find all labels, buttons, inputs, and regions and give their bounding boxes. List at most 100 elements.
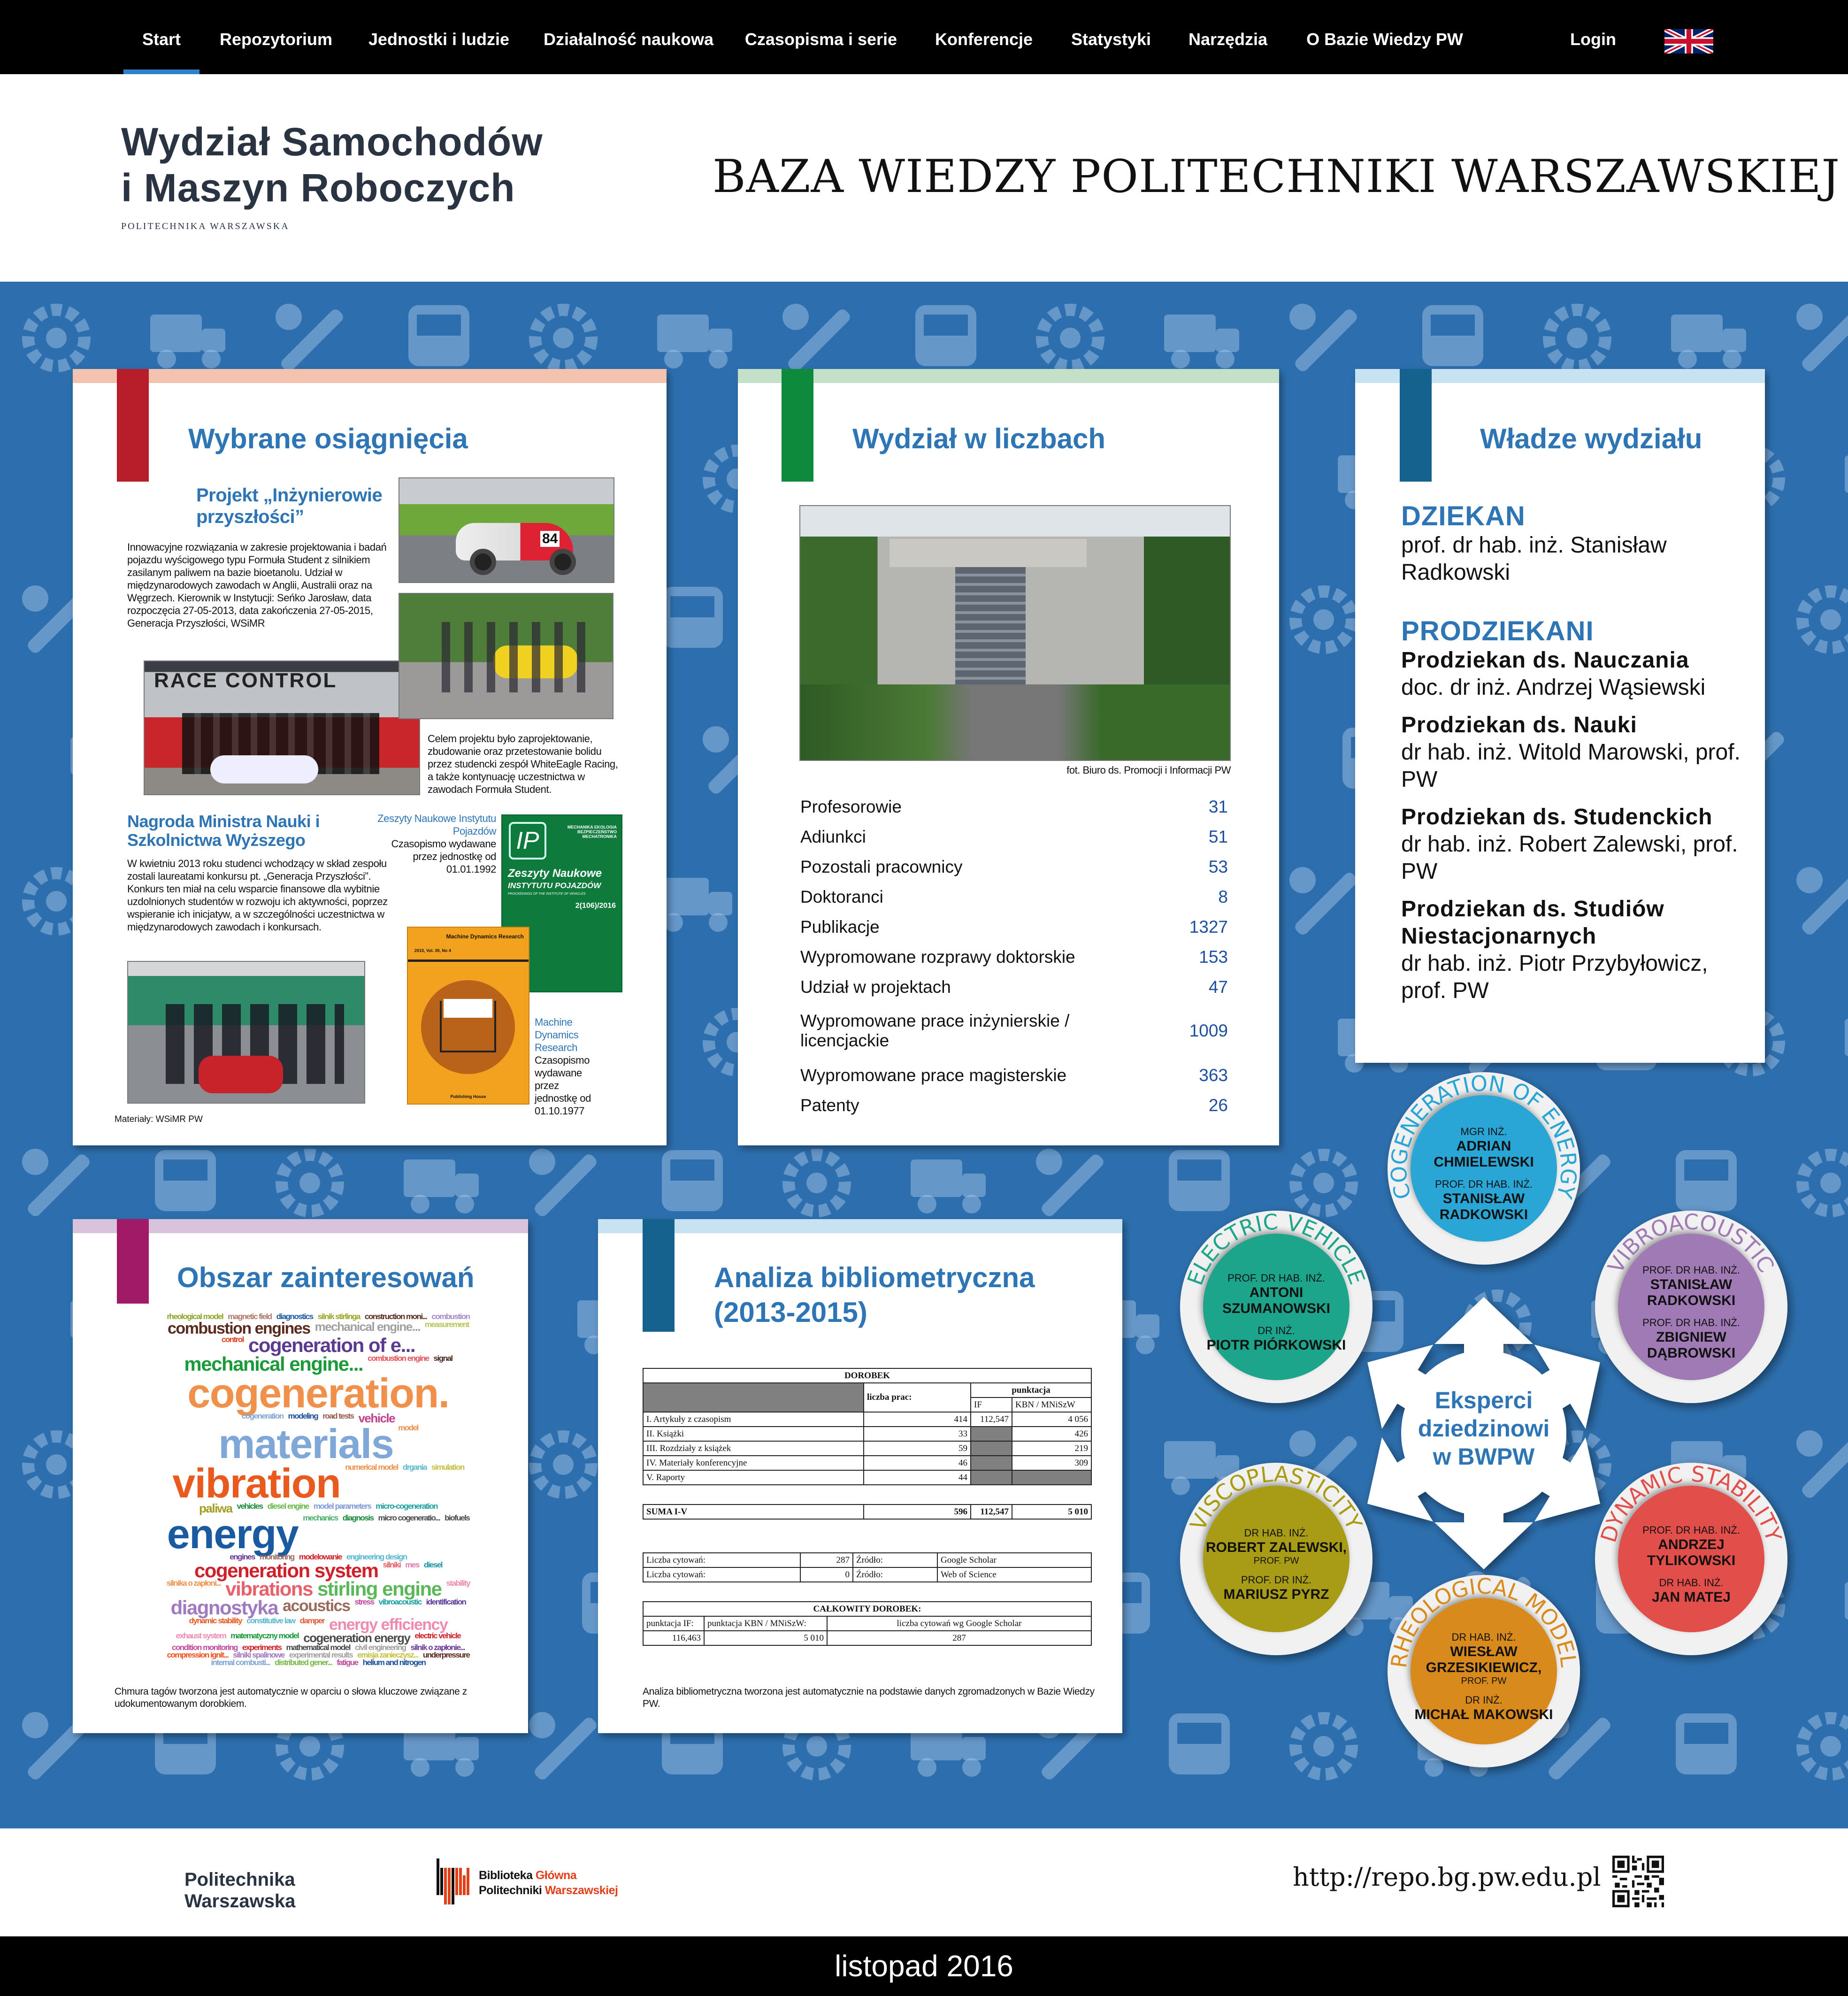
tag[interactable]: magnetic field (228, 1312, 272, 1321)
tag[interactable]: constitutive law (246, 1616, 296, 1626)
tag[interactable]: energy efficiency (329, 1616, 448, 1634)
tag[interactable]: diesel engine (267, 1502, 310, 1511)
tag[interactable]: vibrations (225, 1578, 313, 1600)
tag[interactable]: emisja zanieczysz... (357, 1651, 419, 1660)
tag[interactable]: energy (167, 1510, 299, 1557)
journal2-name[interactable]: Machine Dynamics Research (535, 1016, 579, 1053)
tag[interactable]: helium and nitrogen (362, 1658, 426, 1667)
tag[interactable]: vehicle (358, 1411, 395, 1426)
tag[interactable]: combustion engines (168, 1319, 311, 1337)
library-logo[interactable]: Biblioteka Główna Politechniki Warszawsk… (437, 1858, 671, 1905)
expert-name[interactable]: ADRIAN CHMIELEWSKI (1434, 1138, 1534, 1170)
tag[interactable]: identification (426, 1597, 467, 1607)
tag[interactable]: silnik stirlinga (317, 1312, 361, 1321)
tag[interactable]: materials (218, 1420, 394, 1467)
tag[interactable]: silniki (383, 1560, 401, 1569)
tag[interactable]: drgania (402, 1462, 427, 1472)
nav-dzialalnosc[interactable]: Działalność naukowa (543, 30, 714, 49)
tag[interactable]: paliwa (199, 1501, 233, 1516)
expert-name[interactable]: ZBIGNIEW DĄBROWSKI (1647, 1329, 1736, 1361)
tag[interactable]: monitoring (259, 1552, 295, 1562)
tag[interactable]: cogeneration (241, 1412, 284, 1421)
expert-name[interactable]: STANISŁAW RADKOWSKI (1647, 1277, 1736, 1308)
nav-czasopisma[interactable]: Czasopisma i serie (744, 30, 897, 49)
tag[interactable]: simulation (431, 1462, 465, 1472)
expert-name[interactable]: PIOTR PIÓRKOWSKI (1206, 1337, 1346, 1353)
tag[interactable]: mechanics (303, 1513, 338, 1522)
tag[interactable]: vehicles (237, 1502, 264, 1511)
nav-start[interactable]: Start (123, 0, 200, 74)
expert-name[interactable]: MARIUSZ PYRZ (1223, 1587, 1329, 1602)
tag[interactable]: experiments (242, 1643, 282, 1652)
tag[interactable]: compression ignit... (167, 1651, 229, 1660)
expert-name[interactable]: WIESŁAW GRZESIKIEWICZ, (1426, 1644, 1542, 1675)
nav-repozytorium[interactable]: Repozytorium (219, 30, 333, 49)
nav-jednostki[interactable]: Jednostki i ludzie (368, 30, 510, 49)
tag[interactable]: acoustics (283, 1597, 351, 1615)
tag[interactable]: cogeneration system (194, 1559, 379, 1581)
tag[interactable]: diesel (423, 1560, 443, 1569)
repository-url-link[interactable]: http://repo.bg.pw.edu.pl (1293, 1862, 1601, 1892)
tag[interactable]: damper (299, 1616, 325, 1626)
tag[interactable]: stability (446, 1579, 470, 1588)
tag[interactable]: model (398, 1423, 419, 1432)
expert-name[interactable]: ANTONI SZUMANOWSKI (1222, 1285, 1330, 1316)
nav-narzedzia[interactable]: Narzędzia (1188, 30, 1268, 49)
faculty-logo[interactable]: Wydział Samochodów i Maszyn Roboczych PO… (121, 119, 543, 232)
pw-logo[interactable]: Politechnika Warszawska (184, 1869, 295, 1912)
tag[interactable]: exhaust system (176, 1631, 227, 1641)
tag[interactable]: silniki spalinowe (233, 1651, 285, 1660)
tag[interactable]: micro cogeneratio... (378, 1513, 441, 1522)
tag[interactable]: modeling (288, 1412, 319, 1421)
expert-name[interactable]: ROBERT ZALEWSKI, (1206, 1540, 1347, 1555)
journal1-name[interactable]: Zeszyty Naukowe Instytutu Pojazdów (377, 813, 496, 837)
tag[interactable]: cogeneration. (187, 1369, 450, 1416)
tag[interactable]: signal (433, 1353, 453, 1363)
tag[interactable]: rheological model (167, 1312, 223, 1321)
tag[interactable]: cogeneration of e... (248, 1334, 416, 1356)
expert-name[interactable]: ANDRZEJ TYLIKOWSKI (1647, 1537, 1736, 1568)
tag[interactable]: diagnostyka (170, 1597, 279, 1619)
qr-code-icon[interactable] (1612, 1856, 1664, 1907)
tag[interactable]: condition monitoring (171, 1643, 238, 1652)
tag[interactable]: vibration (172, 1459, 341, 1506)
tag[interactable]: diagnosis (342, 1513, 374, 1522)
tag[interactable]: vibroacoustic (378, 1597, 422, 1607)
uk-flag-icon[interactable] (1664, 29, 1713, 54)
tag[interactable]: mechanical engine... (314, 1319, 421, 1334)
tag[interactable]: matematyczny model (230, 1631, 299, 1641)
tag[interactable]: electric vehicle (414, 1631, 461, 1641)
tag[interactable]: silnik o zapłonie... (410, 1643, 466, 1652)
tag[interactable]: biofuels (445, 1513, 470, 1522)
tag[interactable]: mechanical engine... (184, 1352, 363, 1375)
tag[interactable]: measurement (424, 1320, 470, 1329)
tag[interactable]: road tests (322, 1412, 354, 1421)
tag[interactable]: engineering design (346, 1552, 407, 1562)
tag[interactable]: mathematical model (286, 1643, 351, 1652)
tag[interactable]: combustion engine (368, 1353, 429, 1363)
tag[interactable]: engines (230, 1552, 255, 1562)
tag[interactable]: combustion (431, 1312, 470, 1321)
tag[interactable]: distributed gener... (275, 1658, 333, 1667)
tag[interactable]: numerical model (345, 1462, 399, 1472)
expert-name[interactable]: JAN MATEJ (1652, 1589, 1731, 1605)
tag[interactable]: stirling engine (317, 1578, 442, 1600)
tag[interactable]: underpressure (422, 1651, 470, 1660)
nav-login[interactable]: Login (1570, 30, 1616, 49)
tag[interactable]: fatigue (337, 1658, 359, 1667)
tag[interactable]: construction moni... (364, 1312, 428, 1321)
nav-konferencje[interactable]: Konferencje (935, 30, 1033, 49)
expert-name[interactable]: MICHAŁ MAKOWSKI (1414, 1707, 1553, 1722)
tag[interactable]: cogeneration energy (303, 1631, 411, 1645)
tag[interactable]: dynamic stability (189, 1616, 243, 1626)
tag[interactable]: diagnostics (276, 1312, 314, 1321)
nav-statystyki[interactable]: Statystyki (1071, 30, 1151, 49)
tag[interactable]: internal combusti... (211, 1658, 270, 1667)
tag[interactable]: modelowanie (299, 1552, 343, 1562)
expert-name[interactable]: STANISŁAW RADKOWSKI (1439, 1191, 1528, 1222)
tag[interactable]: micro-cogeneration (376, 1502, 438, 1511)
tag[interactable]: stress (354, 1597, 375, 1607)
tag[interactable]: experimental results (289, 1651, 353, 1660)
tag[interactable]: civil engineering (354, 1643, 406, 1652)
nav-o-bazie[interactable]: O Bazie Wiedzy PW (1306, 30, 1463, 49)
